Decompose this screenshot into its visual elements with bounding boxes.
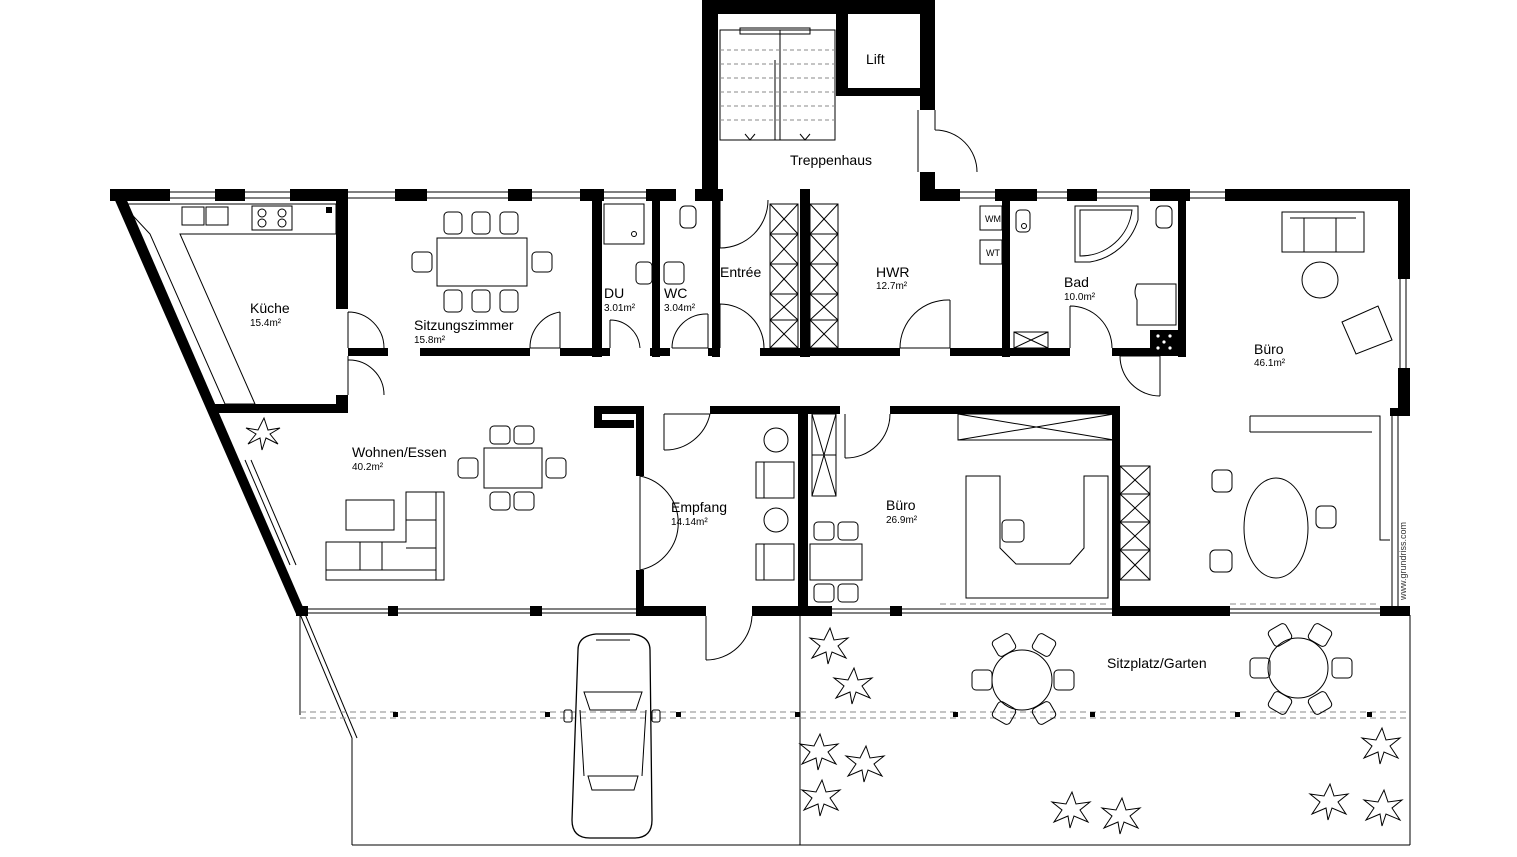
room-name-wc: WC (664, 285, 687, 301)
doors (347, 110, 1161, 661)
room-name-wohnen: Wohnen/Essen (352, 444, 447, 460)
room-name-bad: Bad (1064, 274, 1089, 290)
washer-box (979, 205, 1003, 231)
furniture (120, 203, 1393, 605)
room-area-empfang: 14.14m² (671, 517, 708, 528)
room-area-wc: 3.04m² (664, 303, 696, 314)
watermark: www.grundriss.com (1398, 522, 1408, 601)
staircase (719, 27, 900, 141)
room-area-wohnen: 40.2m² (352, 462, 384, 473)
dryer-box (979, 239, 1003, 265)
room-area-buero-gross: 46.1m² (1254, 358, 1286, 369)
room-name-sitzungszimmer: Sitzungszimmer (414, 317, 514, 333)
room-area-buero-mitte: 26.9m² (886, 515, 918, 526)
room-name-du: DU (604, 285, 624, 301)
room-name-hwr: HWR (876, 264, 909, 280)
room-name-garten: Sitzplatz/Garten (1107, 655, 1207, 671)
outdoor-lines (299, 613, 1411, 846)
windows (144, 110, 1407, 614)
car-icon (563, 633, 661, 839)
room-name-treppenhaus: Treppenhaus (790, 152, 872, 168)
room-name-entree: Entrée (720, 264, 761, 280)
stove-icon (251, 205, 293, 231)
room-area-du: 3.01m² (604, 303, 636, 314)
room-name-lift: Lift (866, 51, 885, 67)
room-name-kueche: Küche (250, 300, 290, 316)
walls (110, 0, 1410, 616)
room-name-buero-gross: Büro (1254, 341, 1284, 357)
label-dryer: WT (986, 248, 1000, 258)
garden-furniture (971, 623, 1353, 725)
room-area-kueche: 15.4m² (250, 318, 282, 329)
room-area-bad: 10.0m² (1064, 292, 1096, 303)
plant-icons (245, 416, 1404, 835)
label-washer: WM (985, 214, 1001, 224)
room-name-empfang: Empfang (671, 499, 727, 515)
room-labels: Treppenhaus Lift Küche 15.4m² Sitzungszi… (250, 51, 1408, 671)
room-area-hwr: 12.7m² (876, 281, 908, 292)
room-name-buero-mitte: Büro (886, 497, 916, 513)
room-area-sitzungszimmer: 15.8m² (414, 335, 446, 346)
